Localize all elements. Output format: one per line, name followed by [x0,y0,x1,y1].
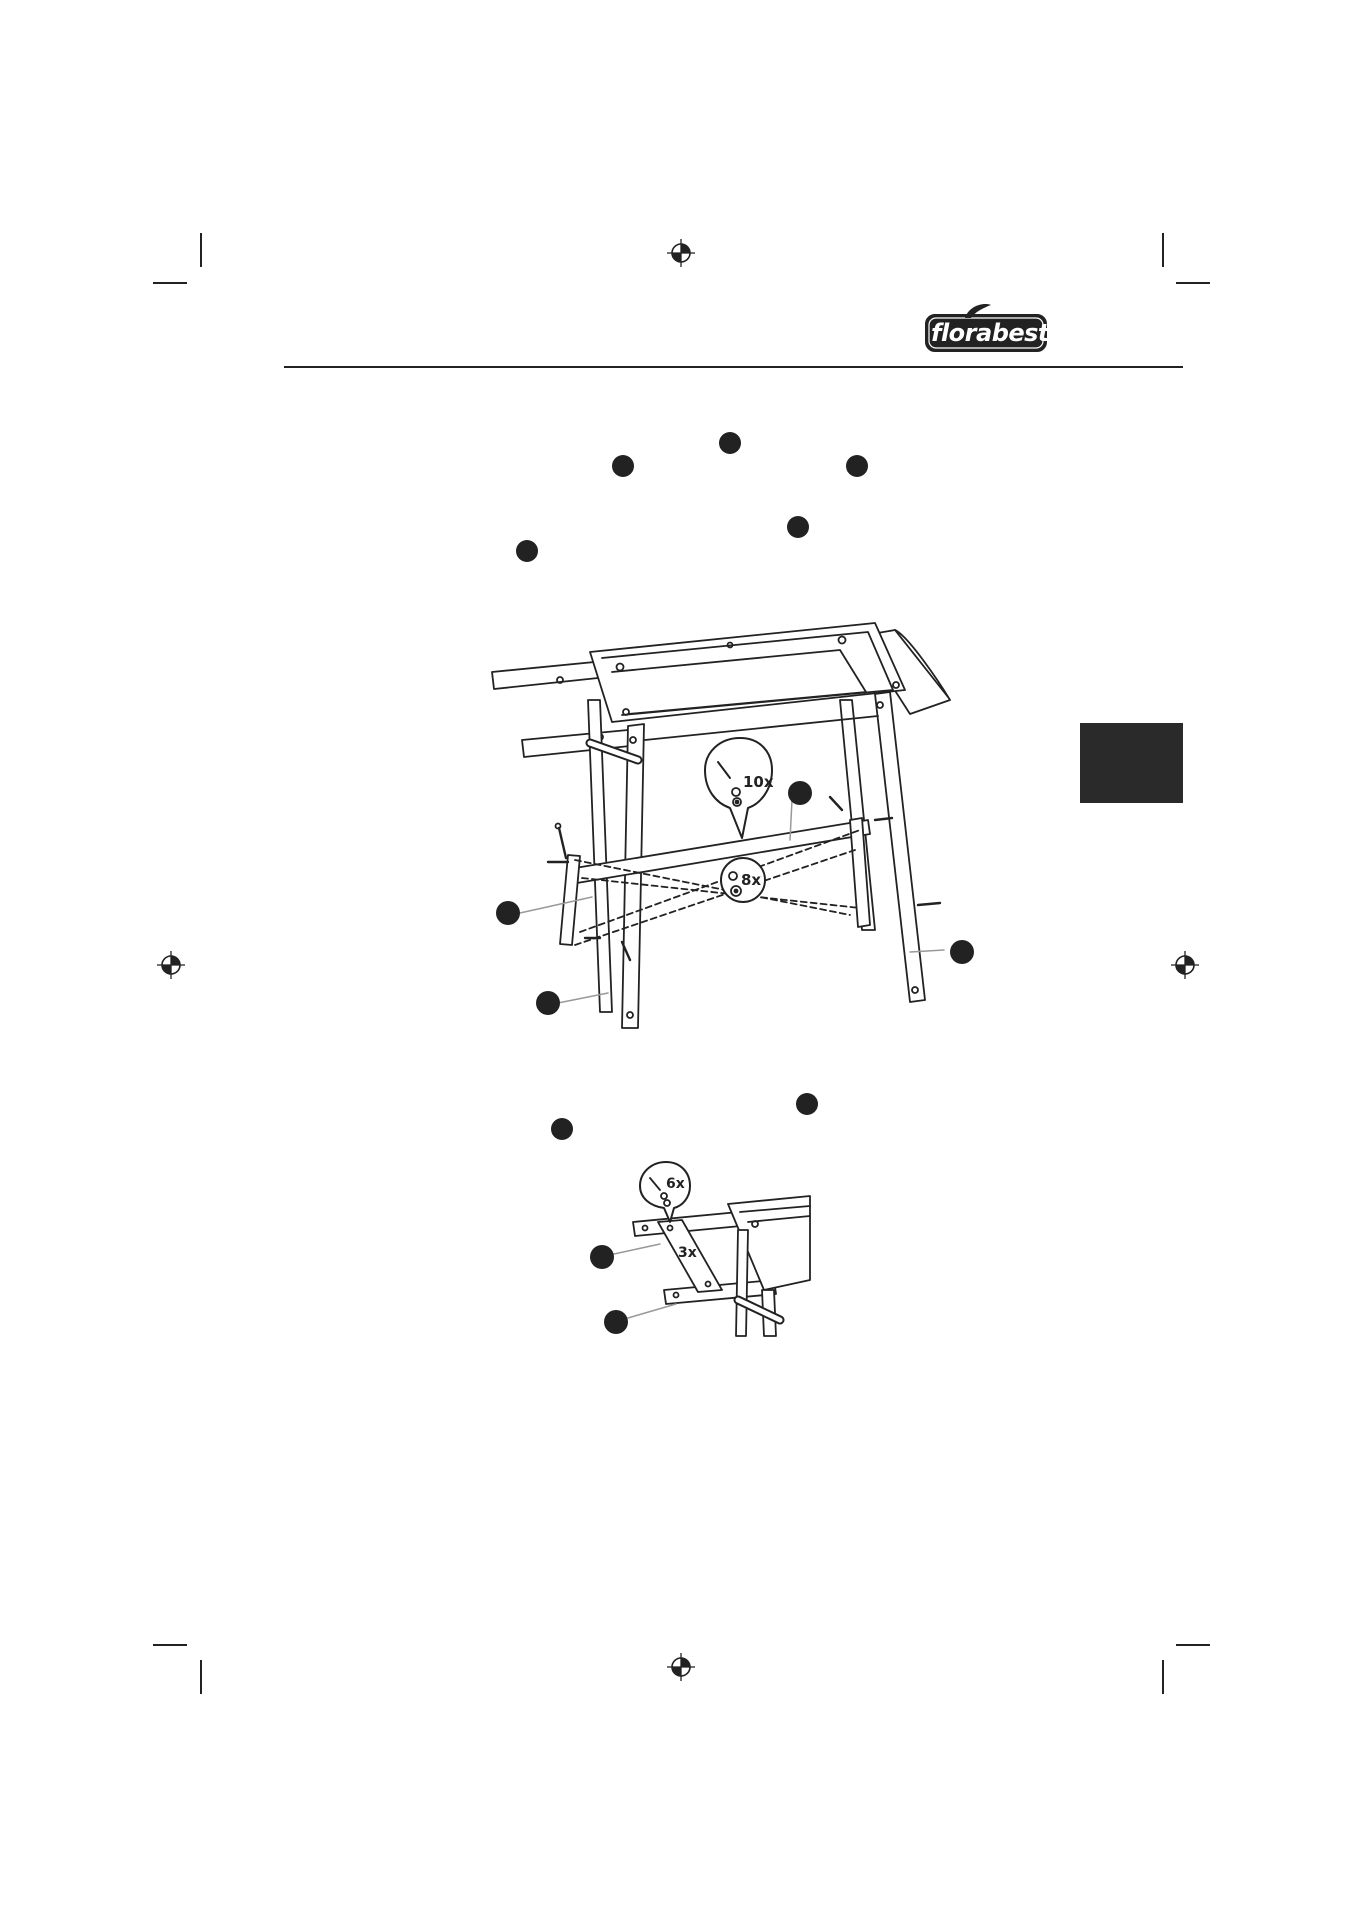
brand-name: florabest [931,319,1049,347]
reference-marker [796,1093,818,1115]
assembly-figure-shelf-detail: 6x 3x [590,1161,811,1337]
section-tab [1080,723,1183,803]
crop-mark-top-left-horizontal [153,282,187,284]
crop-mark-top-left-vertical [200,233,202,267]
crop-mark-bottom-left-horizontal [153,1644,187,1646]
reference-marker [787,516,809,538]
reference-marker [719,432,741,454]
registration-mark-left [157,951,185,979]
reference-marker [516,540,538,562]
reference-marker [612,455,634,477]
svg-text:8x: 8x [741,871,761,889]
registration-mark-bottom [667,1653,695,1681]
brand-logo: florabest [925,302,1049,354]
reference-marker [846,455,868,477]
svg-text:10x: 10x [743,773,774,791]
crop-mark-bottom-left-vertical [200,1660,202,1694]
crop-mark-top-right-horizontal [1176,282,1210,284]
reference-marker [551,1118,573,1140]
svg-text:3x: 3x [678,1245,697,1261]
crop-mark-bottom-right-horizontal [1176,1644,1210,1646]
crop-mark-bottom-right-vertical [1162,1660,1164,1694]
crop-mark-top-right-vertical [1162,233,1164,267]
svg-text:6x: 6x [666,1176,685,1192]
registration-mark-top [667,239,695,267]
registration-mark-right [1171,951,1199,979]
assembly-figure-stand: 10x 8x [491,622,974,1029]
header-rule [284,366,1183,368]
